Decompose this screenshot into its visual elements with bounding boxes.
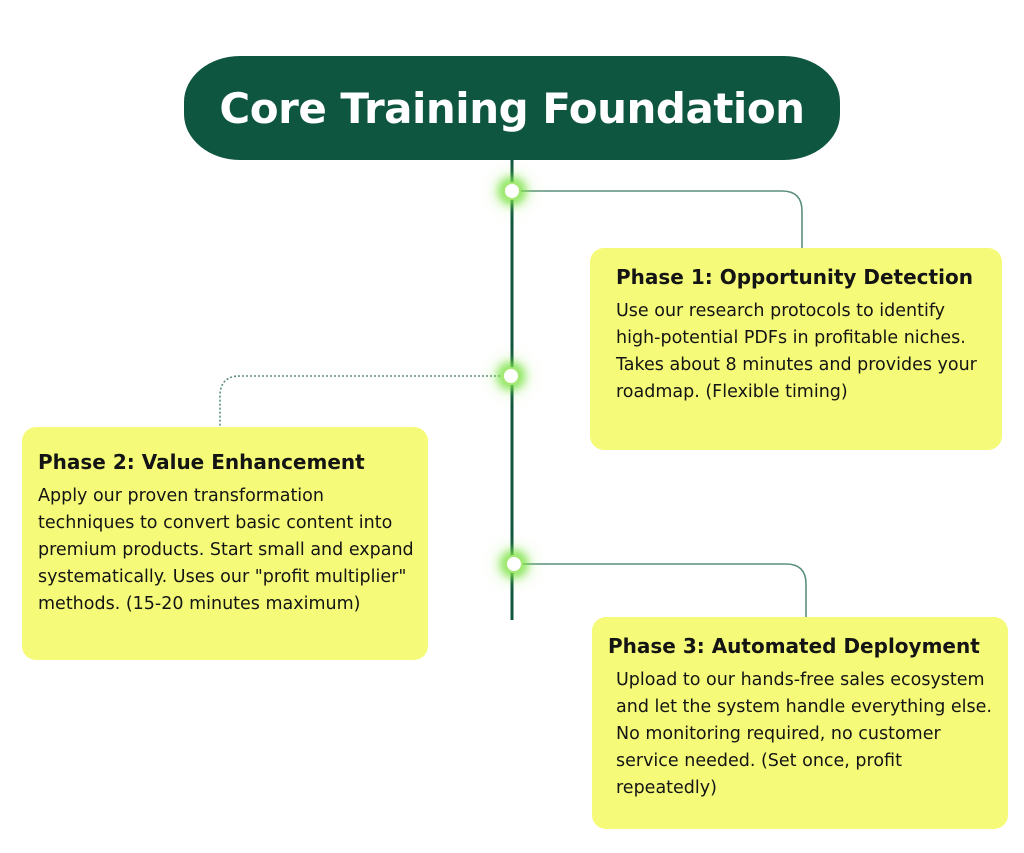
timeline-node-phase-3 — [505, 555, 523, 573]
page-title: Core Training Foundation — [219, 83, 805, 133]
phase-3-title: Phase 3: Automated Deployment — [608, 634, 980, 658]
phase-2-card: Phase 2: Value Enhancement Apply our pro… — [22, 427, 428, 660]
timeline-node-phase-2 — [502, 367, 520, 385]
connector-phase-1 — [520, 190, 803, 248]
phase-2-title: Phase 2: Value Enhancement — [38, 450, 365, 474]
phase-1-card: Phase 1: Opportunity Detection Use our r… — [590, 248, 1002, 450]
phase-1-title: Phase 1: Opportunity Detection — [616, 265, 973, 289]
phase-3-description: Upload to our hands-free sales ecosystem… — [616, 670, 992, 798]
timeline-node-phase-1 — [503, 182, 521, 200]
title-banner: Core Training Foundation — [184, 56, 840, 160]
phase-1-description: Use our research protocols to identify h… — [616, 301, 977, 402]
connector-phase-3 — [522, 563, 807, 617]
phase-3-card: Phase 3: Automated Deployment Upload to … — [592, 617, 1008, 829]
phase-2-description: Apply our proven transformation techniqu… — [38, 486, 414, 614]
connector-phase-2 — [219, 375, 504, 427]
